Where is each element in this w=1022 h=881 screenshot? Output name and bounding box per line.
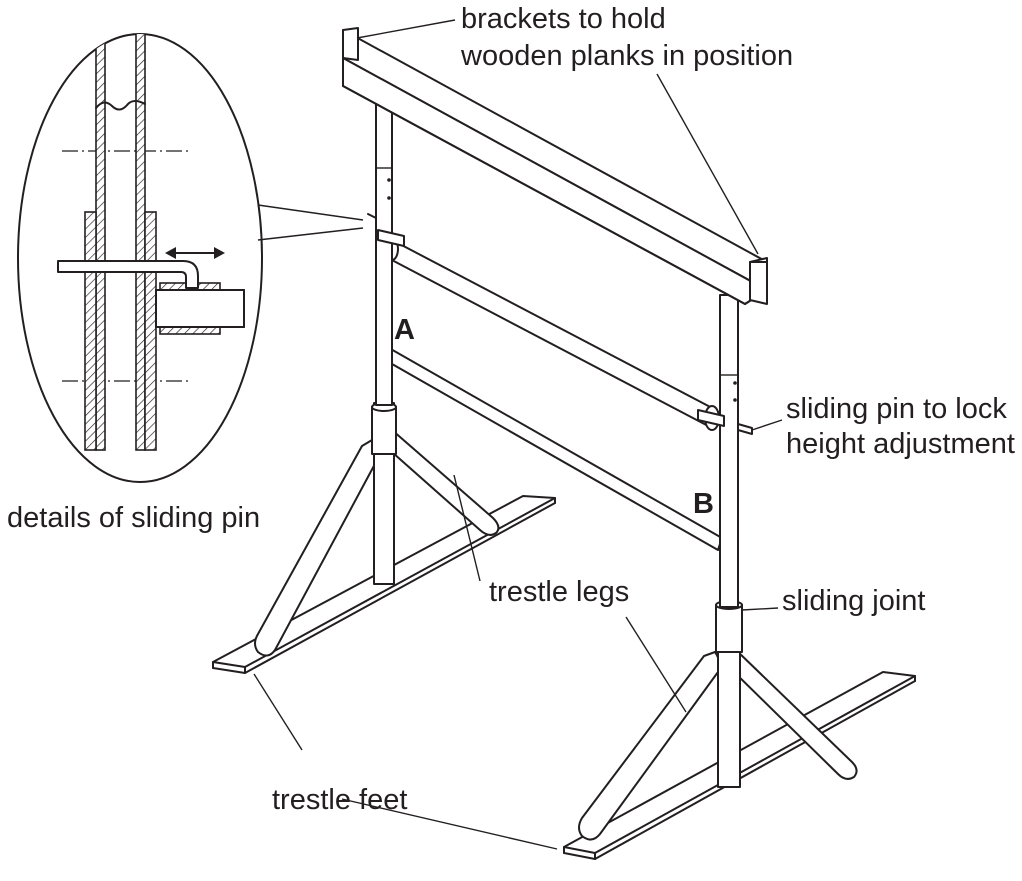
left-trestle-legs — [254, 402, 500, 657]
cross-bars — [376, 237, 723, 551]
sliding-pin-label-line1: sliding pin to lock — [786, 393, 1007, 425]
sliding-joint-label: sliding joint — [782, 585, 925, 617]
brackets-label-line1: brackets to hold — [461, 3, 666, 35]
point-a-label: A — [394, 314, 415, 346]
top-beam — [342, 27, 768, 305]
brackets-label-line2: wooden planks in position — [460, 40, 793, 72]
sliding-pin-detail — [17, 33, 364, 483]
trestle-feet-label: trestle feet — [272, 784, 407, 816]
details-label: details of sliding pin — [7, 502, 260, 534]
point-b-label: B — [693, 488, 714, 520]
trestle-legs-label: trestle legs — [489, 576, 629, 608]
leader-lines — [253, 19, 783, 850]
right-trestle-legs — [578, 600, 858, 841]
sliding-pin-label-line2: height adjustment — [786, 428, 1015, 460]
